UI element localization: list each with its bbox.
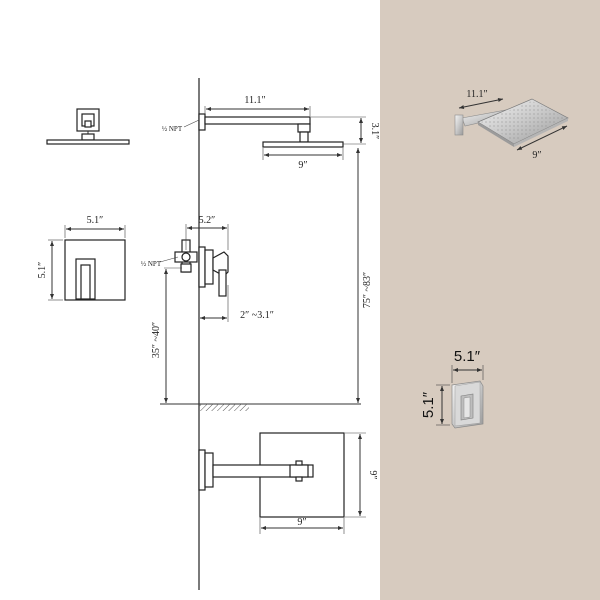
plate-height-label: 5.1″ bbox=[37, 262, 48, 279]
height-dimensions: 75″ ~83″ 35″ ~40″ bbox=[151, 148, 373, 411]
valve-height-label: 35″ ~40″ bbox=[151, 322, 162, 358]
photo-head-label: 9″ bbox=[532, 150, 541, 161]
arm-side-view: 11.1″ ½ NPT 3.1″ 9″ bbox=[162, 78, 380, 590]
floor-hatch bbox=[199, 404, 249, 411]
wall-depth-label: 2″ ~3.1″ bbox=[240, 310, 274, 321]
arm-drop-label: 3.1″ bbox=[369, 123, 380, 140]
head-side-label: 9″ bbox=[367, 470, 378, 479]
valve-side-view: 5.2″ ½ NPT 2″ ~3.1″ bbox=[141, 215, 274, 322]
valve-plate-front: 5.1″ 5.1″ bbox=[37, 215, 126, 301]
head-width-label: 9″ bbox=[298, 160, 307, 171]
head-top-view bbox=[46, 108, 130, 145]
npt-valve-label: ½ NPT bbox=[141, 260, 162, 268]
npt-top-label: ½ NPT bbox=[162, 125, 183, 133]
photo-arm-label: 11.1″ bbox=[466, 89, 487, 100]
head-bottom-label: 9″ bbox=[297, 517, 306, 528]
photo-plate-height-label: 5.1″ bbox=[420, 391, 437, 418]
head-front-view: 9″ 9″ bbox=[198, 432, 378, 534]
arm-length-label: 11.1″ bbox=[244, 95, 265, 106]
photo-plate-width-label: 5.1″ bbox=[454, 348, 481, 365]
plate-width-label: 5.1″ bbox=[87, 215, 104, 226]
shower-head-photo: 11.1″ 9″ bbox=[454, 89, 569, 161]
total-height-label: 75″ ~83″ bbox=[362, 272, 373, 308]
valve-plate-photo: 5.1″ 5.1″ bbox=[420, 348, 484, 429]
photo-panel-background bbox=[380, 0, 600, 600]
valve-depth-label: 5.2″ bbox=[199, 215, 216, 226]
